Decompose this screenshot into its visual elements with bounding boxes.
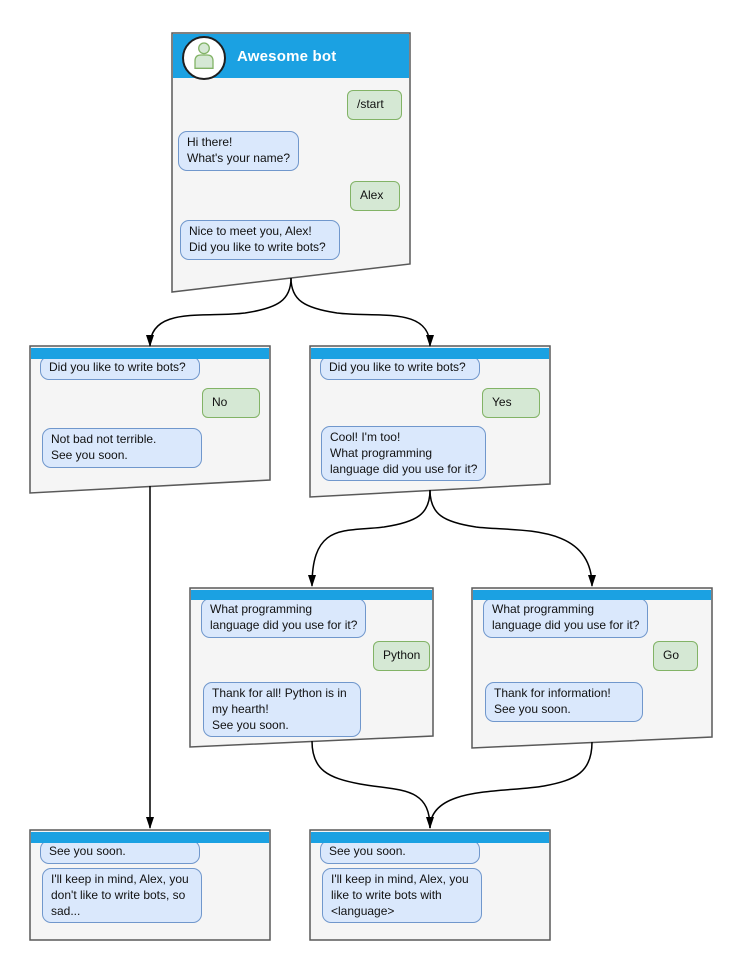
message-bubble-bot: I'll keep in mind, Alex, you like to wri…	[322, 868, 482, 924]
message-bubble-bot: See you soon.	[320, 840, 480, 864]
message-bubble-bot: I'll keep in mind, Alex, you don't like …	[42, 868, 202, 924]
connector-yes-to-go	[429, 489, 596, 587]
message-bubble-bot: What programming language did you use fo…	[201, 598, 367, 638]
end-no-titlebar	[31, 832, 269, 843]
message-bubble-bot: Hi there! What's your name?	[178, 131, 300, 171]
message-bubble-bot: Nice to meet you, Alex! Did you like to …	[180, 220, 340, 260]
connector-python-to-end	[311, 740, 434, 829]
main-window-title: Awesome bot	[237, 47, 337, 65]
connector-yes-to-python	[308, 489, 431, 587]
message-bubble-bot: What programming language did you use fo…	[483, 598, 649, 638]
message-bubble-bot: Not bad not terrible. See you soon.	[42, 428, 202, 468]
person-icon	[193, 42, 215, 74]
connector-main-to-no	[146, 277, 292, 347]
end-yes-titlebar	[311, 832, 549, 843]
message-bubble-bot: Thank for all! Python is in my hearth! S…	[203, 682, 361, 738]
message-bubble-user: Yes	[482, 388, 540, 418]
message-bubble-user: Python	[373, 641, 431, 671]
message-bubble-user: Alex	[350, 181, 400, 211]
message-bubble-bot: Thank for information! See you soon.	[485, 682, 643, 722]
branch-no-titlebar	[31, 348, 269, 359]
branch-yes-titlebar	[311, 348, 549, 359]
branch-python-titlebar	[191, 590, 432, 600]
message-bubble-bot: See you soon.	[40, 840, 200, 864]
message-bubble-user: Go	[653, 641, 698, 671]
connector-main-to-yes	[290, 277, 434, 347]
connector-go-to-end	[429, 741, 593, 829]
message-bubble-bot: Did you like to write bots?	[320, 356, 480, 380]
branch-go-titlebar	[473, 590, 711, 600]
message-bubble-bot: Cool! I'm too! What programming language…	[321, 426, 487, 482]
main-window-titlebar: Awesome bot	[173, 34, 409, 80]
message-bubble-user: No	[202, 388, 260, 418]
message-bubble-bot: Did you like to write bots?	[40, 356, 200, 380]
message-bubble-user: /start	[347, 90, 402, 120]
bot-avatar	[182, 36, 226, 80]
